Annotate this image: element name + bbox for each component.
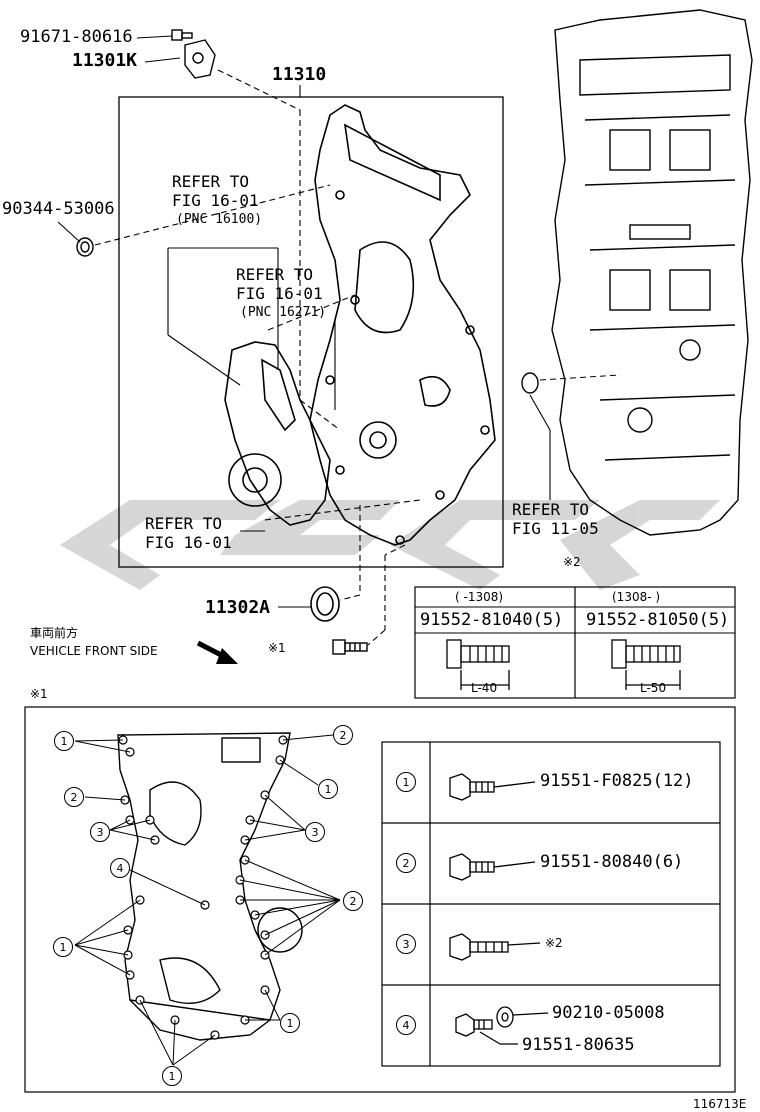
callout-2: 2 — [64, 787, 84, 807]
detail-leader-lines — [74, 734, 341, 1066]
refer-label-fig16: REFER TO FIG 16-01 — [145, 514, 232, 552]
bolt-b-drawing — [611, 639, 681, 690]
legend-part-4a: 90210-05008 — [552, 1003, 665, 1023]
front-side-en: VEHICLE FRONT SIDE — [30, 644, 158, 658]
dashed-guides — [94, 69, 621, 646]
water-pump-drawing — [224, 341, 331, 526]
legend-num-3: 3 — [396, 934, 416, 954]
note-mark-2-table: ※2 — [563, 555, 581, 569]
callout-4: 4 — [110, 858, 130, 878]
table-range-b: (1308- ) — [612, 590, 661, 604]
callout-1: 1 — [54, 731, 74, 751]
callout-3: 3 — [90, 822, 110, 842]
o-ring-drawing — [521, 372, 539, 394]
table-range-a: ( -1308) — [455, 590, 504, 604]
callout-2: 2 — [333, 725, 353, 745]
part-number-sensor: 11301K — [72, 50, 138, 71]
callout-1: 1 — [280, 1013, 300, 1033]
front-side-jp: 車両前方 — [30, 626, 79, 640]
callout-2: 2 — [343, 891, 363, 911]
leader-lines — [57, 35, 551, 608]
sensor-drawing — [171, 29, 216, 79]
table-length-a: L-40 — [471, 681, 498, 695]
legend-part-1: 91551-F0825(12) — [540, 771, 694, 791]
bolt-holes-detail — [118, 735, 288, 1040]
legend-num-4: 4 — [396, 1015, 416, 1035]
refer-line: REFER TO — [145, 514, 223, 533]
bolt-1-drawing — [332, 639, 368, 655]
refer-pnc: (PNC 16271) — [240, 305, 327, 320]
figure-id: 116713E — [693, 1097, 747, 1111]
table-bolt-b: 91552-81050(5) — [586, 610, 730, 630]
legend-part-4b: 91551-80635 — [522, 1035, 635, 1055]
callout-3: 3 — [305, 822, 325, 842]
legend-part-3: ※2 — [545, 936, 563, 950]
callout-1: 1 — [53, 937, 73, 957]
refer-fig: FIG 16-01 — [236, 284, 323, 303]
refer-line: REFER TO — [172, 172, 250, 191]
part-number-cover: 11310 — [272, 64, 327, 85]
bolt-location-frame — [24, 706, 736, 1093]
refer-line: REFER TO — [512, 500, 590, 519]
note-mark-1-detail: ※1 — [30, 687, 48, 701]
legend-num-2: 2 — [396, 853, 416, 873]
front-arrow — [196, 640, 238, 664]
refer-label-16271: REFER TO FIG 16-01 (PNC 16271) — [236, 265, 326, 322]
timing-cover-drawing — [309, 104, 496, 546]
part-number-seal: 11302A — [205, 597, 271, 618]
callout-1: 1 — [162, 1066, 182, 1086]
legend-bolt-icons — [449, 773, 549, 1045]
part-number-plug: 90344-53006 — [2, 199, 115, 219]
refer-fig: FIG 16-01 — [172, 191, 259, 210]
table-length-b: L-50 — [640, 681, 667, 695]
callout-1: 1 — [318, 779, 338, 799]
note-mark-1-bolt: ※1 — [268, 641, 286, 655]
plug-drawing — [76, 237, 94, 257]
engine-block-drawing — [551, 9, 753, 536]
part-number-bolt-top: 91671-80616 — [20, 27, 133, 47]
legend-num-1: 1 — [396, 772, 416, 792]
legend-table — [381, 741, 721, 1067]
refer-pnc: (PNC 16100) — [176, 212, 263, 227]
refer-label-16100: REFER TO FIG 16-01 (PNC 16100) — [172, 172, 262, 229]
cover-group-frame — [118, 96, 504, 568]
bolt-a-drawing — [446, 639, 510, 690]
table-bolt-a: 91552-81040(5) — [420, 610, 564, 630]
refer-line: REFER TO — [236, 265, 314, 284]
refer-fig: FIG 16-01 — [145, 533, 232, 552]
refer-fig: FIG 11-05 — [512, 519, 599, 538]
crank-seal-drawing — [310, 586, 340, 622]
refer-label-fig11: REFER TO FIG 11-05 — [512, 500, 599, 538]
legend-part-2: 91551-80840(6) — [540, 852, 684, 872]
